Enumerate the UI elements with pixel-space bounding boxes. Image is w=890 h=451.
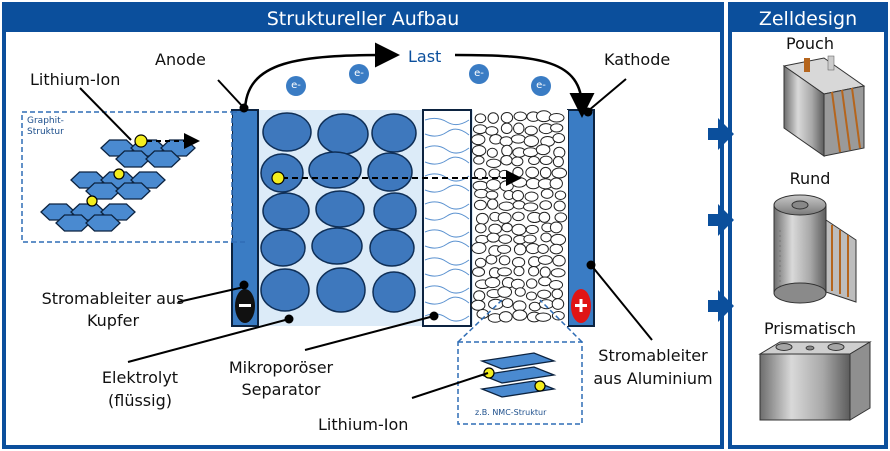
copper-collector-label-1: Stromableiter aus [41, 289, 185, 308]
pouch-cell-icon [782, 55, 866, 157]
electrolyte-label-2: (flüssig) [108, 391, 172, 410]
separator-fibers [424, 117, 470, 322]
electrons [286, 64, 551, 96]
aluminium-collector-label-2: aus Aluminium [593, 369, 713, 388]
anode-label: Anode [155, 50, 206, 69]
cathode-label: Kathode [604, 50, 671, 69]
load-label: Last [408, 47, 442, 66]
cell-design-panel: Zelldesign [728, 2, 888, 449]
round-label: Rund [789, 169, 831, 188]
electron-label-4: e- [536, 80, 546, 91]
load-circuit [243, 42, 400, 113]
separator-label-2: Separator [241, 380, 321, 399]
lithium-ion-cell [271, 171, 285, 185]
electron-label-2: e- [354, 68, 364, 79]
separator [422, 109, 472, 327]
lithium-ion-top-label: Lithium-Ion [30, 70, 121, 89]
electron-label-3: e- [474, 68, 484, 79]
electrolyte-label-1: Elektrolyt [101, 368, 179, 387]
lithium-ion-graphite-2 [113, 168, 125, 180]
prismatic-label: Prismatisch [763, 319, 857, 338]
nmc-structure-label: z.B. NMC-Struktur [475, 408, 547, 417]
cell-design-panel-title: Zelldesign [732, 6, 884, 32]
anode-particles [260, 112, 417, 313]
graphite-structure-label-1: Graphit- [27, 116, 64, 126]
prismatic-cell-icon [758, 341, 872, 421]
lithium-ion-graphite-1 [134, 134, 148, 148]
leader-dots [239, 103, 596, 324]
cathode-grains [470, 110, 568, 323]
structure-panel-title: Struktureller Aufbau [6, 6, 720, 32]
design-arrows [708, 118, 734, 322]
separator-label-1: Mikroporöser [228, 358, 334, 377]
leader-lines [79, 78, 653, 399]
lithium-ion-graphite-3 [86, 195, 98, 207]
pouch-label: Pouch [786, 34, 834, 53]
graphite-hexagons [40, 139, 196, 232]
structure-panel: Struktureller Aufbau [2, 2, 724, 449]
round-cell-icon [773, 194, 857, 304]
electron-label-1: e- [291, 80, 301, 91]
aluminium-collector-label-1: Stromableiter [598, 346, 708, 365]
lithium-ion-bottom-label: Lithium-Ion [318, 415, 409, 434]
nmc-layers [479, 352, 557, 398]
graphite-structure-label-2: Struktur [27, 127, 64, 137]
lithium-ion-nmc-1 [483, 367, 495, 379]
lithium-ion-nmc-2 [534, 380, 546, 392]
copper-collector-label-2: Kupfer [86, 311, 140, 330]
